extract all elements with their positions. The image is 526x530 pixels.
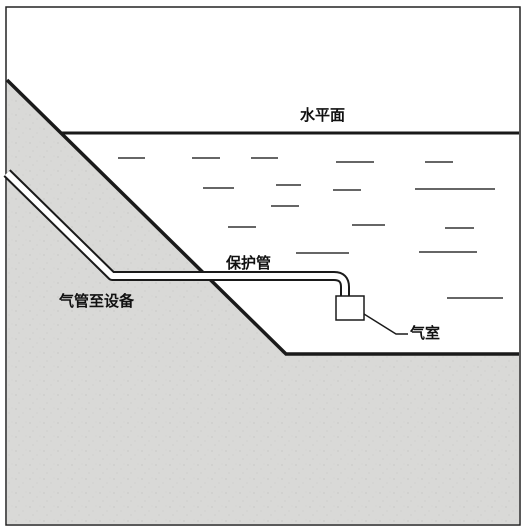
air-pipe-to-device-label: 气管至设备 — [59, 292, 135, 310]
air-chamber-label: 气室 — [410, 324, 441, 342]
protective-pipe-label: 保护管 — [226, 254, 272, 272]
bank-outline — [5, 78, 519, 356]
water-ripples — [118, 157, 503, 299]
air-chamber-box — [335, 295, 365, 321]
ground-fill — [7, 80, 519, 524]
water-surface-label: 水平面 — [300, 106, 346, 124]
air-chamber-leader — [363, 313, 408, 335]
air-pipe — [3, 169, 350, 297]
